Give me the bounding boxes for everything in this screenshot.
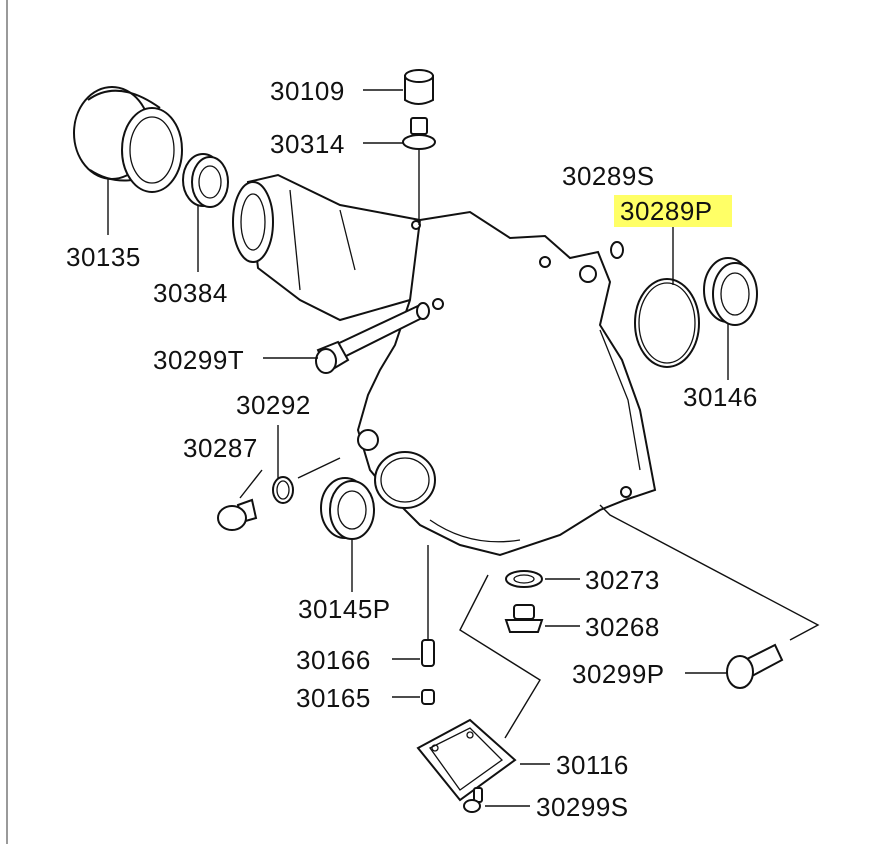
plug-part-30165 xyxy=(421,689,435,705)
leader-lines xyxy=(107,89,820,807)
label-30135[interactable]: 30135 xyxy=(66,242,141,272)
label-30166[interactable]: 30166 xyxy=(296,645,371,675)
seal-part-30384 xyxy=(182,153,229,208)
label-30146[interactable]: 30146 xyxy=(683,382,758,412)
seal-part-30146 xyxy=(703,257,758,326)
sensor-part-30166 xyxy=(421,545,435,667)
label-30273[interactable]: 30273 xyxy=(585,565,660,595)
label-highlight-30289P xyxy=(614,195,732,227)
label-30287[interactable]: 30287 xyxy=(183,433,258,463)
label-30116[interactable]: 30116 xyxy=(556,750,629,780)
label-30289S[interactable]: 30289S xyxy=(562,161,655,191)
label-30165[interactable]: 30165 xyxy=(296,683,371,713)
label-30299T[interactable]: 30299T xyxy=(153,345,244,375)
bolt-part-30299P xyxy=(726,643,784,689)
gasket-part-30273 xyxy=(505,570,543,588)
label-30314[interactable]: 30314 xyxy=(270,129,345,159)
breather-part-30314 xyxy=(402,117,436,225)
cap-part-30109 xyxy=(404,69,434,105)
washer-part-30292 xyxy=(272,476,294,504)
frame-border xyxy=(6,0,8,844)
label-30299P[interactable]: 30299P xyxy=(572,659,665,689)
label-30384[interactable]: 30384 xyxy=(153,278,228,308)
bolt-part-30299T xyxy=(315,302,430,374)
label-30289P[interactable]: 30289P xyxy=(620,196,713,226)
oring-part-30289S xyxy=(610,241,624,259)
label-30299S[interactable]: 30299S xyxy=(536,792,629,822)
oring-part-30289P xyxy=(634,278,700,368)
cover-part-30116 xyxy=(416,718,517,802)
plug-part-30268 xyxy=(504,604,544,633)
seal-part-30145P xyxy=(320,477,375,540)
sleeve-part-30135 xyxy=(73,86,183,193)
housing-body xyxy=(232,173,657,557)
label-30145P[interactable]: 30145P xyxy=(298,594,391,624)
label-30109[interactable]: 30109 xyxy=(270,76,345,106)
label-30292[interactable]: 30292 xyxy=(236,390,311,420)
plug-part-30287 xyxy=(217,498,258,531)
label-30268[interactable]: 30268 xyxy=(585,612,660,642)
bolt-part-30299S xyxy=(463,787,483,813)
